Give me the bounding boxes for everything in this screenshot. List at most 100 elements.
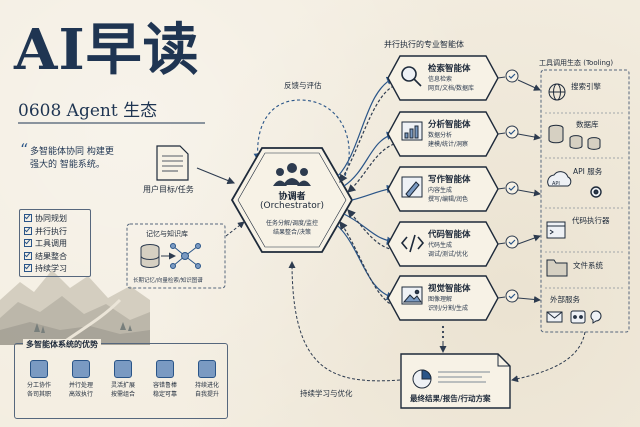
memory-title: 记忆与知识库 (146, 230, 188, 238)
check-item: 结果整合 (24, 251, 86, 264)
terminal-icon (546, 221, 566, 239)
agent-analysis: 分析智能体 数据分析 建模/统计/洞察 (428, 118, 471, 148)
advantage-item: 容错鲁棒 稳定可靠 (145, 360, 185, 399)
document-icon (156, 145, 189, 181)
checkbox-icon (24, 264, 32, 273)
check-label: 工具调用 (35, 239, 67, 249)
advantages-header: 多智能体系统的优势 (23, 339, 101, 350)
puzzle-icon (114, 360, 132, 378)
tool-search-engine: 搜索引擎 (571, 82, 601, 91)
advantage-item: 并行处理 高效执行 (61, 360, 101, 399)
orchestrator-desc-1: 任务分解/调度/监控 (265, 220, 319, 227)
agent-line-1: 代码生成 (428, 242, 453, 249)
advantage-line-1: 持续进化 (194, 382, 219, 389)
agent-line-1: 图像理解 (428, 296, 453, 303)
advantage-line-2: 按需组合 (110, 391, 135, 398)
cloud-api-icon: API (547, 171, 572, 187)
agent-writing: 写作智能体 内容生成 撰写/编辑/润色 (428, 173, 471, 203)
database-stack-icon (548, 124, 601, 150)
advantages-panel: 多智能体系统的优势 分工协作 各司其职 并行处理 高效执行 灵活扩展 按需组合 … (14, 339, 228, 419)
agent-name: 检索智能体 (428, 64, 471, 74)
pie-report-icon (412, 369, 432, 389)
check-item: 持续学习 (24, 263, 86, 276)
database-cylinder-icon (140, 244, 160, 268)
team-people-icon (273, 163, 311, 186)
advantage-line-1: 分工协作 (26, 382, 51, 389)
advantage-item: 灵活扩展 按需组合 (103, 360, 143, 399)
agent-line-2: 识别/分割/生成 (428, 305, 469, 312)
advantage-line-1: 并行处理 (68, 382, 93, 389)
page-subtitle: 0608 Agent 生态 (18, 101, 158, 121)
bar-chart-icon (401, 121, 423, 141)
agent-line-1: 信息检索 (428, 76, 453, 83)
parallel-arrows-icon (72, 360, 90, 378)
team-icon (30, 360, 48, 378)
advantage-line-2: 自我提升 (194, 391, 219, 398)
learning-label: 持续学习与优化 (300, 389, 353, 398)
memory-caption: 长期记忆/向量检索/知识图谱 (133, 278, 203, 284)
agent-line-2: 调试/测试/优化 (428, 251, 469, 258)
orchestrator-name: 协调者 (278, 192, 306, 202)
check-label: 并行执行 (35, 226, 67, 236)
tool-api-service: API 服务 (573, 167, 603, 176)
agent-line-2: 网页/文档/数据库 (428, 85, 475, 92)
advantage-line-1: 容错鲁棒 (152, 382, 177, 389)
parallel-agents-header: 并行执行的专业智能体 (384, 40, 464, 49)
advantage-line-2: 高效执行 (68, 391, 93, 398)
tooling-header: 工具调用生态 (Tooling) (539, 59, 614, 67)
user-goal-label: 用户目标/任务 (143, 185, 194, 194)
folder-icon (546, 259, 568, 277)
agent-name: 写作智能体 (428, 175, 471, 185)
image-icon (401, 286, 423, 305)
magnifier-icon (401, 66, 422, 87)
agent-line-2: 建模/统计/洞察 (428, 141, 469, 148)
advantage-item: 分工协作 各司其职 (19, 360, 59, 399)
knowledge-graph-icon (170, 243, 201, 269)
pencil-icon (401, 176, 423, 198)
check-label: 结果整合 (35, 251, 67, 261)
agent-line-1: 内容生成 (428, 187, 453, 194)
svg-text:API: API (552, 181, 560, 187)
tool-code-executor: 代码执行器 (572, 216, 610, 225)
checkbox-icon (24, 214, 32, 222)
shield-check-icon (156, 360, 174, 378)
agent-line-1: 数据分析 (428, 132, 453, 139)
mountain-landscape (0, 270, 150, 347)
orchestrator-desc-2: 结果整合/决策 (272, 229, 312, 236)
orchestrator-name-en: (Orchestrator) (260, 201, 324, 211)
growth-chart-icon (198, 360, 216, 378)
code-brackets-icon (400, 234, 425, 253)
globe-icon (548, 83, 566, 101)
check-label: 持续学习 (35, 264, 67, 274)
quote-mark-icon: “ (20, 140, 29, 159)
check-item: 并行执行 (24, 226, 86, 239)
capability-checklist: 协同规划 并行执行 工具调用 结果整合 持续学习 (19, 209, 91, 277)
check-item: 工具调用 (24, 238, 86, 251)
quote-text: 多智能体协同 构建更强大的 智能系统。 (30, 147, 114, 170)
advantage-line-1: 灵活扩展 (110, 382, 135, 389)
advantage-item: 持续进化 自我提升 (187, 360, 227, 399)
checkbox-icon (24, 226, 32, 235)
agent-vision: 视觉智能体 图像理解 识别/分割/生成 (428, 282, 471, 312)
external-service-icons (546, 310, 602, 324)
checkbox-icon (24, 239, 32, 248)
agent-line-2: 撰写/编辑/润色 (428, 196, 469, 203)
agent-name: 分析智能体 (428, 120, 471, 130)
agent-retrieval: 检索智能体 信息检索 网页/文档/数据库 (428, 62, 474, 92)
tool-file-system: 文件系统 (573, 261, 603, 270)
agent-code: 代码智能体 代码生成 调试/测试/优化 (428, 228, 471, 258)
agent-name: 视觉智能体 (428, 284, 471, 294)
check-label: 协同规划 (35, 214, 67, 223)
tool-database: 数据库 (576, 120, 599, 129)
feedback-label: 反馈与评估 (284, 81, 322, 90)
checkbox-icon (24, 251, 32, 260)
agent-name: 代码智能体 (428, 230, 471, 240)
gear-icon (590, 186, 602, 198)
advantage-line-2: 稳定可靠 (152, 391, 177, 398)
final-result-label: 最终结果/报告/行动方案 (410, 394, 491, 403)
advantage-line-2: 各司其职 (26, 391, 51, 398)
page-title: AI早读 (14, 17, 200, 83)
tool-external-service: 外部服务 (550, 295, 580, 304)
